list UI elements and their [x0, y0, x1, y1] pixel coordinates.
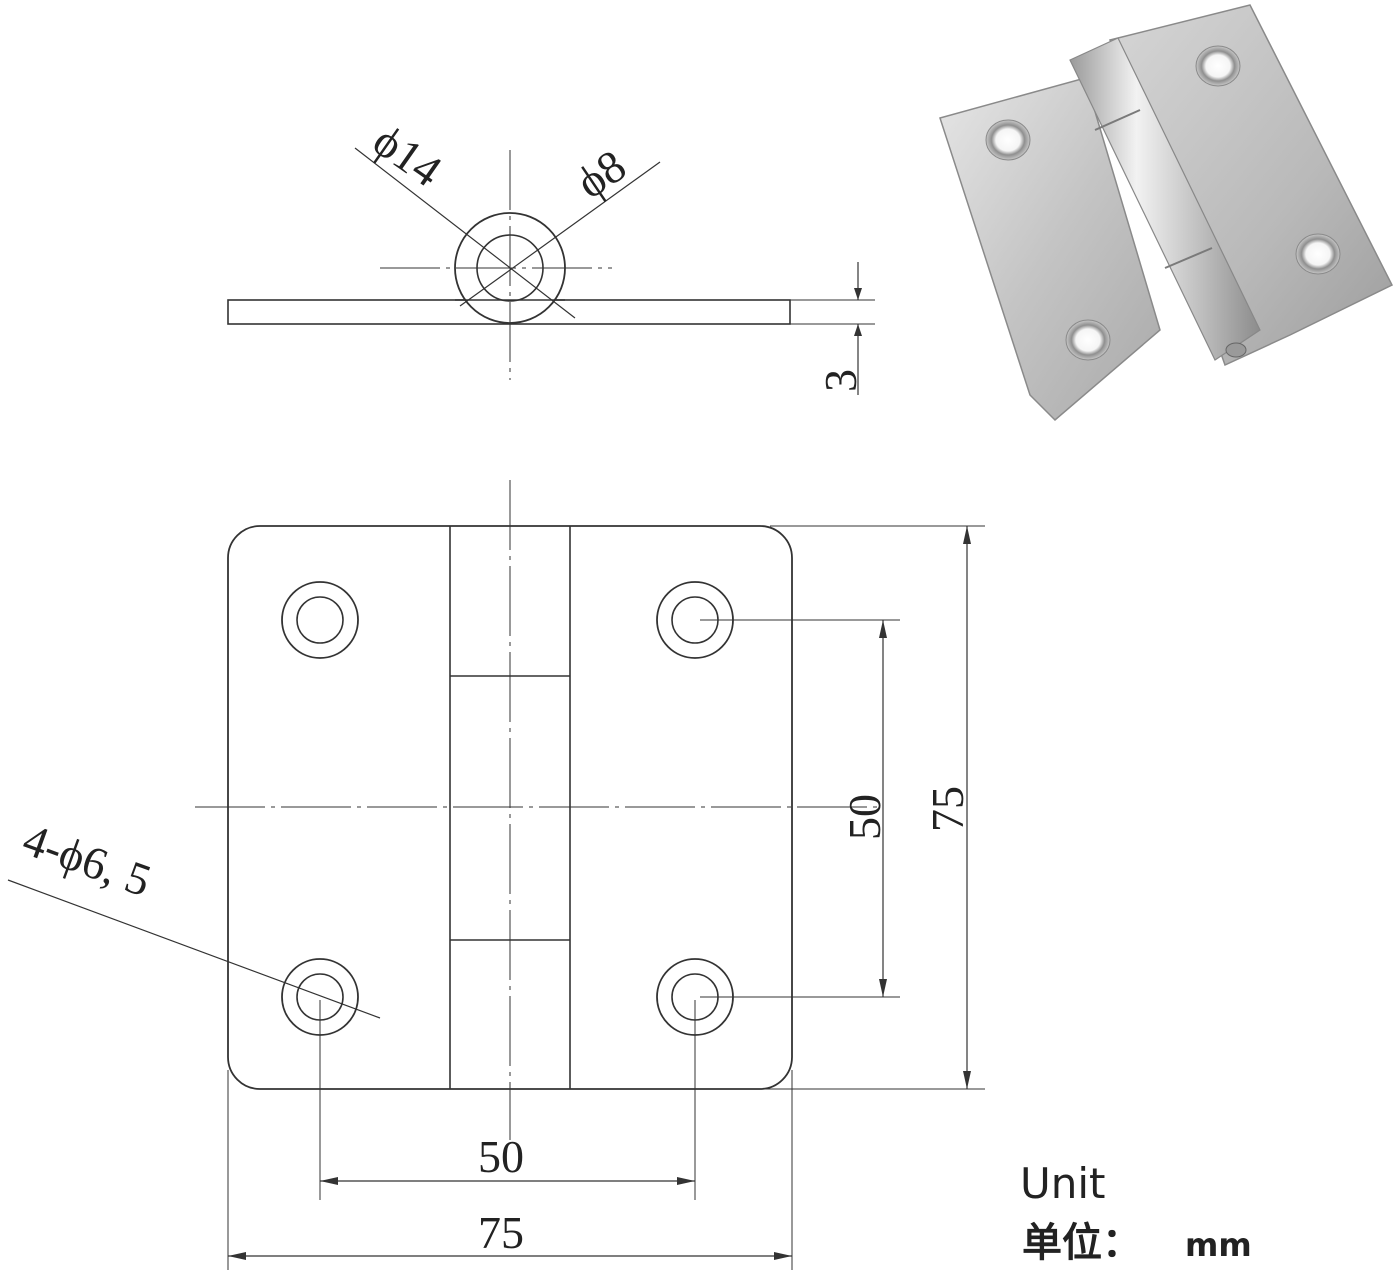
- photo-hole-icon: [1065, 319, 1111, 361]
- d14-label: ϕ14: [364, 114, 451, 196]
- hinge-knuckle: [1069, 37, 1261, 361]
- d8-leader: [459, 161, 661, 307]
- horizontal-hole-spacing-label: 50: [478, 1131, 524, 1182]
- holes-leader: [7, 879, 381, 1019]
- thickness-label: 3: [815, 369, 866, 392]
- vertical-hole-spacing-label: 50: [839, 794, 890, 840]
- unit-label-cn: 单位：: [1022, 1220, 1142, 1266]
- d14-leader: [354, 147, 576, 319]
- photo-hole-icon: [1195, 45, 1241, 87]
- photo-hole-icon: [1295, 233, 1341, 275]
- unit-label: Unit: [1020, 1159, 1106, 1208]
- photo-hole-icon: [985, 119, 1031, 161]
- holes-label: 4-ϕ6, 5: [17, 813, 158, 906]
- mounting-hole: [281, 581, 359, 659]
- side-view: ϕ14 ϕ8 3: [227, 114, 875, 395]
- height-label: 75: [922, 786, 973, 832]
- unit-note: Unit 单位： mm: [1020, 1159, 1252, 1266]
- photo-pin-end-icon: [1225, 342, 1247, 358]
- hinge-photo: [939, 4, 1394, 422]
- front-view: 50 75 50 75 4-ϕ6, 5: [7, 480, 985, 1270]
- unit-mm: mm: [1185, 1226, 1252, 1264]
- width-label: 75: [478, 1207, 524, 1258]
- d8-label: ϕ8: [567, 140, 635, 209]
